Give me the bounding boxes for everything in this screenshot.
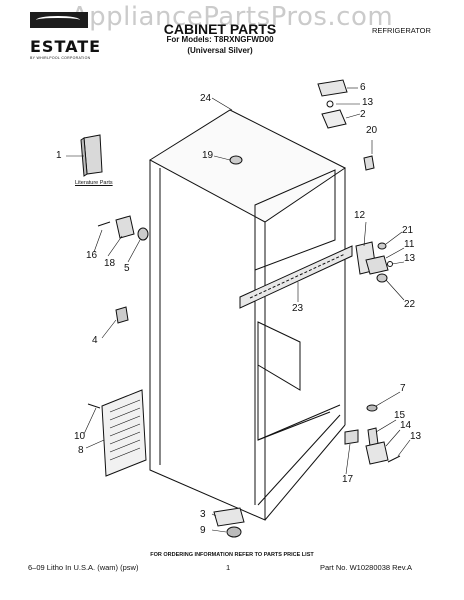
part-13-screw bbox=[326, 100, 334, 108]
callout-5: 5 bbox=[124, 263, 130, 274]
callout-3: 3 bbox=[200, 509, 206, 520]
callout-2: 2 bbox=[360, 109, 366, 120]
panel-grille bbox=[109, 399, 141, 461]
watermark: AppliancePartsPros.com bbox=[70, 2, 394, 32]
part-8-panel bbox=[101, 389, 147, 477]
callout-7: 7 bbox=[400, 383, 406, 394]
callout-8: 8 bbox=[78, 445, 84, 456]
callout-19: 19 bbox=[202, 150, 214, 161]
print-info: 6–09 Litho In U.S.A. (wam) (psw) bbox=[28, 563, 139, 572]
callout-10: 10 bbox=[74, 431, 86, 442]
callout-12: 12 bbox=[354, 210, 366, 221]
page-number: 1 bbox=[226, 563, 231, 572]
part-16-screw bbox=[97, 221, 111, 227]
ordering-note: FOR ORDERING INFORMATION REFER TO PARTS … bbox=[150, 552, 314, 558]
brand-tagline: BY WHIRLPOOL CORPORATION bbox=[30, 56, 91, 60]
callout-15: 15 bbox=[394, 410, 406, 421]
callout-24: 24 bbox=[200, 93, 212, 104]
brand-name: ESTATE bbox=[30, 37, 102, 56]
callout-18: 18 bbox=[104, 258, 116, 269]
callout-13-top: 13 bbox=[362, 97, 374, 108]
callout-4: 4 bbox=[92, 335, 98, 346]
callout-9: 9 bbox=[200, 525, 206, 536]
literature-parts-label: Literature Parts bbox=[75, 180, 113, 186]
part-13-screw-mid bbox=[387, 261, 393, 267]
part-2-top-hinge bbox=[321, 109, 347, 129]
callout-13-bottom: 13 bbox=[410, 431, 422, 442]
part-20-bushing bbox=[363, 155, 375, 171]
part-3-leveling-leg bbox=[213, 507, 245, 527]
part-5-washer bbox=[137, 227, 149, 241]
part-6-hinge-cover bbox=[317, 79, 348, 97]
callout-14: 14 bbox=[400, 420, 412, 431]
category-label: REFRIGERATOR bbox=[372, 26, 431, 35]
callout-17: 17 bbox=[342, 474, 354, 485]
part-14-bottom-hinge bbox=[365, 441, 389, 465]
model-variant: (Universal Silver) bbox=[187, 46, 253, 55]
part-4-clip bbox=[115, 306, 129, 324]
part-19-plug bbox=[229, 155, 243, 165]
callout-13-mid: 13 bbox=[404, 253, 416, 264]
part-10-screw bbox=[87, 403, 101, 409]
part-17-cover bbox=[344, 429, 359, 445]
cabinet-shell bbox=[149, 109, 353, 521]
logo-swoosh-icon bbox=[36, 16, 80, 24]
leader-lines bbox=[66, 87, 411, 533]
callout-20: 20 bbox=[366, 125, 378, 136]
part-7-washer bbox=[366, 404, 378, 412]
part-9-foot bbox=[226, 526, 242, 538]
part-21-washer bbox=[377, 242, 387, 250]
literature-booklet bbox=[80, 134, 103, 177]
callout-16: 16 bbox=[86, 250, 98, 261]
part-11-bracket bbox=[365, 255, 389, 275]
model-numbers: For Models: T8RXNGFWD00 bbox=[166, 35, 274, 44]
part-18-bracket bbox=[115, 215, 135, 239]
part-13-screw-bottom bbox=[387, 455, 401, 463]
callout-1: 1 bbox=[56, 150, 62, 161]
part-22-spacer bbox=[376, 273, 388, 283]
part-number: Part No. W10280038 Rev.A bbox=[320, 563, 412, 572]
callout-23: 23 bbox=[292, 303, 304, 314]
page-title: CABINET PARTS bbox=[163, 21, 277, 37]
callout-21: 21 bbox=[402, 225, 414, 236]
callout-22: 22 bbox=[404, 299, 416, 310]
callout-6: 6 bbox=[360, 82, 366, 93]
callout-11: 11 bbox=[404, 239, 415, 250]
